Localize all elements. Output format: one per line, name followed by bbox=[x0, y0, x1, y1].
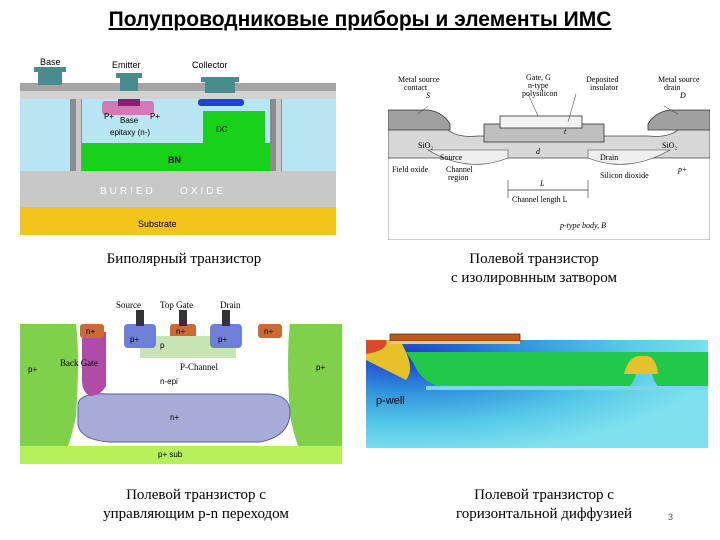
bipolar-transistor-diagram: Base Emitter Collector P+ Base P+ epitax… bbox=[20, 57, 336, 235]
substrate-label: Substrate bbox=[138, 219, 177, 229]
ldmos-caption-line1: Полевой транзистор с bbox=[474, 487, 614, 503]
metal-source-contact-label-2: contact bbox=[404, 83, 428, 92]
n-epi-label: n-epi bbox=[160, 377, 178, 386]
ldmos-caption: Полевой транзистор с горизонтальной дифф… bbox=[424, 486, 664, 524]
mosfet-caption: Полевой транзистор с изолировнным затвор… bbox=[416, 250, 652, 288]
drain-label: Drain bbox=[600, 153, 618, 162]
drain-terminal-label: D bbox=[679, 91, 686, 100]
page-number: 3 bbox=[668, 512, 674, 522]
source-label: Source bbox=[440, 153, 463, 162]
deposited-label: Deposited bbox=[586, 75, 618, 84]
dc-label: DC bbox=[216, 125, 228, 134]
base-inner-label: Base bbox=[120, 116, 139, 125]
p-plus-wall-right-label: p+ bbox=[316, 363, 325, 372]
p-plus-drain-label: p+ bbox=[218, 335, 227, 344]
gate-label: Gate, G bbox=[526, 73, 551, 82]
epitaxy-label: epitaxy (n-) bbox=[110, 128, 150, 137]
p-plus-right-label: P+ bbox=[150, 112, 160, 121]
jfet-top-gate-label: Top Gate bbox=[160, 300, 193, 310]
sio2-left-label: SiO₂ bbox=[418, 141, 433, 150]
gate-type-label: n-type bbox=[528, 81, 549, 90]
l-label: L bbox=[539, 179, 545, 188]
jfet-diagram: Source Top Gate Drain n+ n+ n+ p+ p+ p B… bbox=[20, 300, 342, 464]
buried-label: BURIED bbox=[100, 186, 156, 197]
source-terminal-label: S bbox=[426, 91, 430, 100]
sio2-right-label: SiO₂ bbox=[662, 141, 677, 150]
n-plus-right-label: n+ bbox=[264, 327, 273, 336]
metal-drain-label-2: drain bbox=[664, 83, 680, 92]
mosfet-diagram: Gate, G n-type polysilicon Deposited ins… bbox=[388, 73, 710, 240]
base-label: Base bbox=[40, 57, 61, 67]
page-title: Полупроводниковые приборы и элементы ИМС bbox=[108, 8, 612, 31]
p-plus-sub-label: p+ sub bbox=[158, 450, 183, 459]
n-plus-mid-label: n+ bbox=[176, 327, 185, 336]
channel-region-label-2: region bbox=[448, 173, 468, 182]
gate-material-label: polysilicon bbox=[522, 89, 558, 98]
channel-length-label: Channel length L bbox=[512, 195, 568, 204]
n-plus-left-label: n+ bbox=[86, 327, 95, 336]
p-plus-left-label: P+ bbox=[104, 112, 114, 121]
bn-label: BN bbox=[168, 155, 181, 165]
ldmos-caption-line2: горизонтальной диффузией bbox=[455, 506, 633, 522]
oxide-label: OXIDE bbox=[180, 186, 226, 197]
insulator-label: insulator bbox=[590, 83, 618, 92]
emitter-label: Emitter bbox=[112, 60, 141, 70]
p-plus-wall-left-label: p+ bbox=[28, 365, 37, 374]
silicon-dioxide-label: Silicon dioxide bbox=[600, 171, 649, 180]
p-well-label: p-well bbox=[376, 395, 405, 407]
field-oxide-label: Field oxide bbox=[392, 165, 429, 174]
collector-label: Collector bbox=[192, 60, 228, 70]
mosfet-caption-line2: с изолировнным затвором bbox=[451, 270, 617, 286]
ldmos-diagram: p-well bbox=[366, 333, 708, 448]
back-gate-label: Back Gate bbox=[60, 358, 98, 368]
jfet-caption: Полевой транзистор с управляющим p-n пер… bbox=[64, 486, 328, 524]
jfet-caption-line2: управляющим p-n переходом bbox=[103, 506, 289, 522]
p-plus-source-label: p+ bbox=[130, 335, 139, 344]
n-plus-buried-label: n+ bbox=[170, 413, 179, 422]
channel-region-label: Channel bbox=[446, 165, 473, 174]
jfet-source-label: Source bbox=[116, 300, 141, 310]
p-label: p bbox=[160, 341, 165, 350]
tox-label: t bbox=[564, 127, 567, 136]
body-label: p-type body, B bbox=[559, 221, 606, 230]
p-plus-label: p+ bbox=[677, 165, 687, 174]
metal-source-contact-label: Metal source bbox=[398, 75, 440, 84]
jfet-caption-line1: Полевой транзистор с bbox=[126, 487, 266, 503]
jfet-drain-label: Drain bbox=[220, 300, 241, 310]
mosfet-caption-line1: Полевой транзистор bbox=[469, 251, 599, 267]
metal-drain-label: Metal source bbox=[658, 75, 700, 84]
bipolar-caption: Биполярный транзистор bbox=[106, 251, 262, 267]
p-channel-label: P-Channel bbox=[180, 362, 218, 372]
dox-label: d bbox=[536, 147, 541, 156]
